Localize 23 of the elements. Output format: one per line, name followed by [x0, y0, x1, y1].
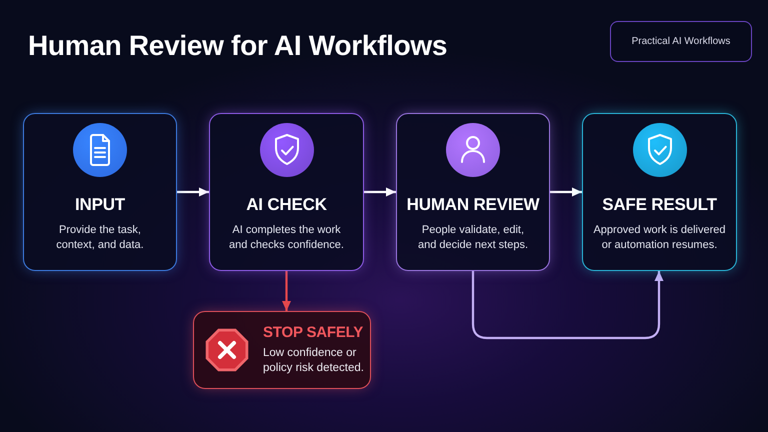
arrow: [472, 271, 664, 340]
arrow: [550, 188, 582, 196]
process-card: [396, 113, 550, 271]
card-title: SAFE RESULT: [602, 195, 717, 215]
arrow: [177, 188, 209, 196]
title: Human Review for AI Workflows: [28, 29, 448, 63]
card-description: Approved work is delivered or automation resumes.: [592, 223, 727, 253]
alert-title: STOP SAFELY: [263, 324, 364, 342]
tagline: Practical AI Workflows: [632, 35, 730, 48]
arrow: [282, 271, 291, 311]
card-description: People validate, edit, and decide next steps.: [416, 223, 530, 253]
alert-card: [193, 311, 371, 389]
process-card: [23, 113, 177, 271]
card-title: INPUT: [74, 195, 125, 215]
arrow: [364, 188, 396, 196]
tagline-badge: [610, 21, 752, 62]
process-card: [582, 113, 737, 271]
alert-description: Low confidence or policy risk detected.: [263, 346, 365, 376]
card-description: AI completes the work and checks confidence.: [228, 223, 345, 253]
card-title: HUMAN REVIEW: [406, 195, 540, 215]
card-title: AI CHECK: [246, 195, 327, 215]
process-card: [209, 113, 364, 271]
card-description: Provide the task, context, and data.: [55, 223, 145, 253]
